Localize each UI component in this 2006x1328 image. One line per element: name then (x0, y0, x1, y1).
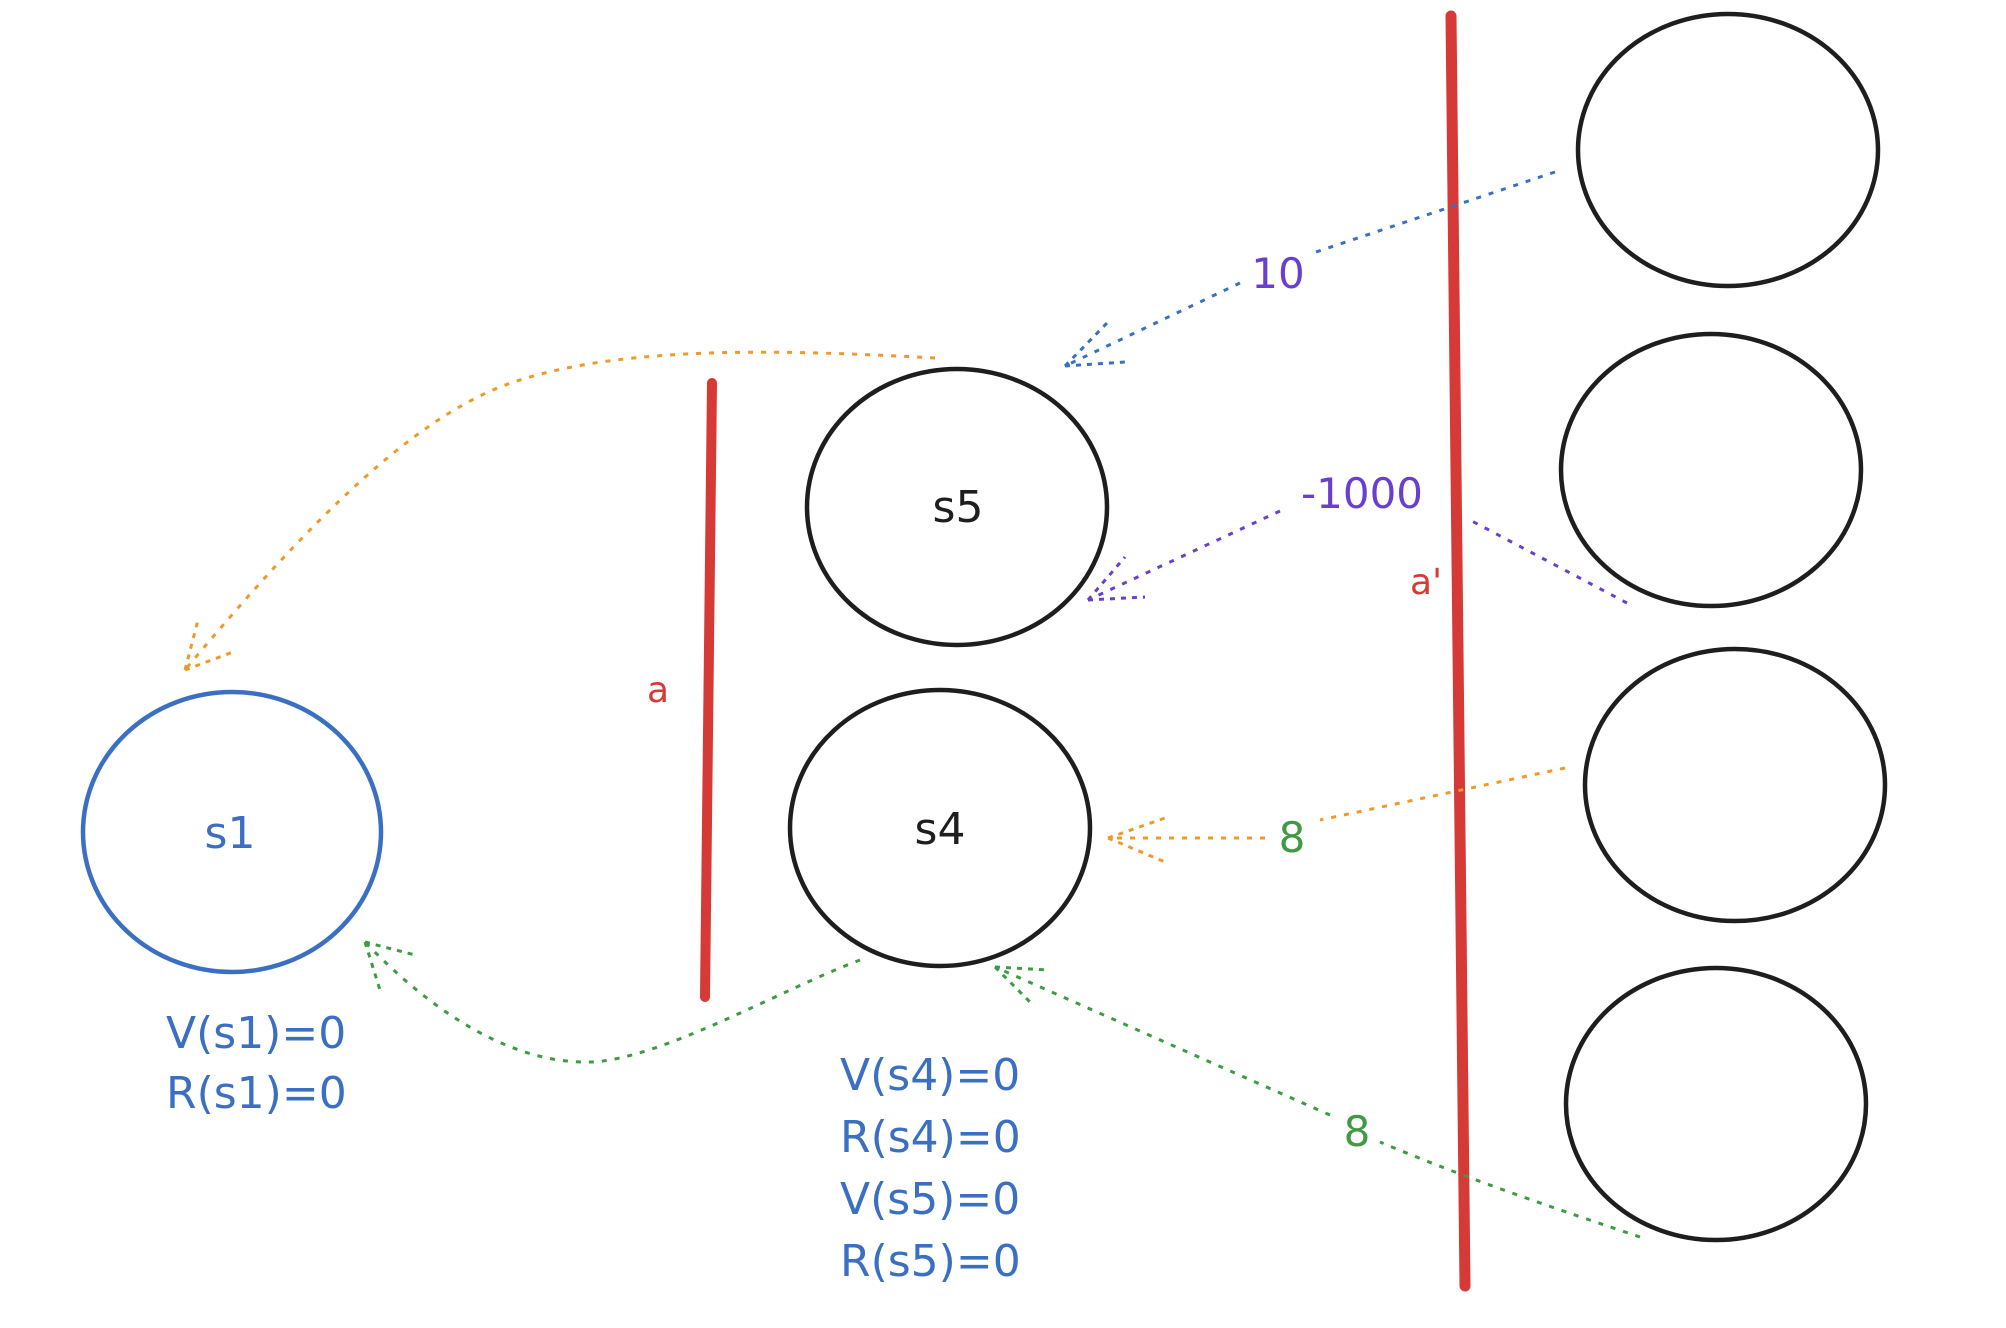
arrowhead-s5-blue (1063, 320, 1126, 368)
state-s1-circle[interactable] (80, 689, 384, 975)
state-s5-label: s5 (933, 482, 984, 533)
s1-reward-text: R(s1)=0 (166, 1068, 347, 1119)
edge-third-to-s4-a (1319, 766, 1566, 822)
reward-neg1000-label: -1000 (1301, 469, 1423, 518)
next-state-circle-1[interactable] (1575, 11, 1881, 289)
reward-10-label: 10 (1251, 249, 1304, 298)
s5-value-text: V(s5)=0 (840, 1174, 1020, 1225)
next-state-circle-4[interactable] (1563, 965, 1869, 1243)
edge-top-to-s5 (1309, 170, 1556, 256)
arrowhead-s4-orange (1107, 816, 1166, 864)
state-s1-label: s1 (205, 808, 256, 859)
s1-value-text: V(s1)=0 (166, 1008, 346, 1059)
arrowhead-s1-orange (183, 619, 234, 672)
reward-8-top-label: 8 (1279, 813, 1306, 862)
s4-value-text: V(s4)=0 (840, 1050, 1020, 1101)
edge-bottom-to-s4-b (994, 965, 1331, 1117)
edge-second-to-s5-a (1469, 518, 1628, 605)
edge-second-to-s5-b (1087, 509, 1281, 602)
action-a-prime-label: a' (1410, 562, 1442, 603)
reward-8-bottom-label: 8 (1344, 1107, 1371, 1156)
state-s4-label: s4 (915, 804, 966, 855)
next-state-circle-2[interactable] (1558, 331, 1864, 609)
edge-s5-to-s1 (183, 350, 936, 671)
action-a-label: a (647, 670, 669, 711)
s5-reward-text: R(s5)=0 (840, 1236, 1021, 1287)
edge-top-to-s5-b (1064, 281, 1241, 368)
arrowhead-s5-purple (1086, 556, 1146, 602)
state-s5-circle[interactable] (804, 366, 1110, 648)
action-bar-a (700, 378, 717, 1002)
next-state-circle-3[interactable] (1582, 646, 1888, 924)
action-bar-a-prime (1445, 10, 1471, 1292)
edge-s4-to-s1 (363, 940, 861, 1064)
edge-bottom-to-s4-a (1379, 1140, 1641, 1239)
arrowhead-s4-green (993, 965, 1049, 1004)
s4-reward-text: R(s4)=0 (840, 1112, 1021, 1163)
arrowhead-s1-green (363, 940, 416, 991)
state-s4-circle[interactable] (787, 687, 1093, 969)
